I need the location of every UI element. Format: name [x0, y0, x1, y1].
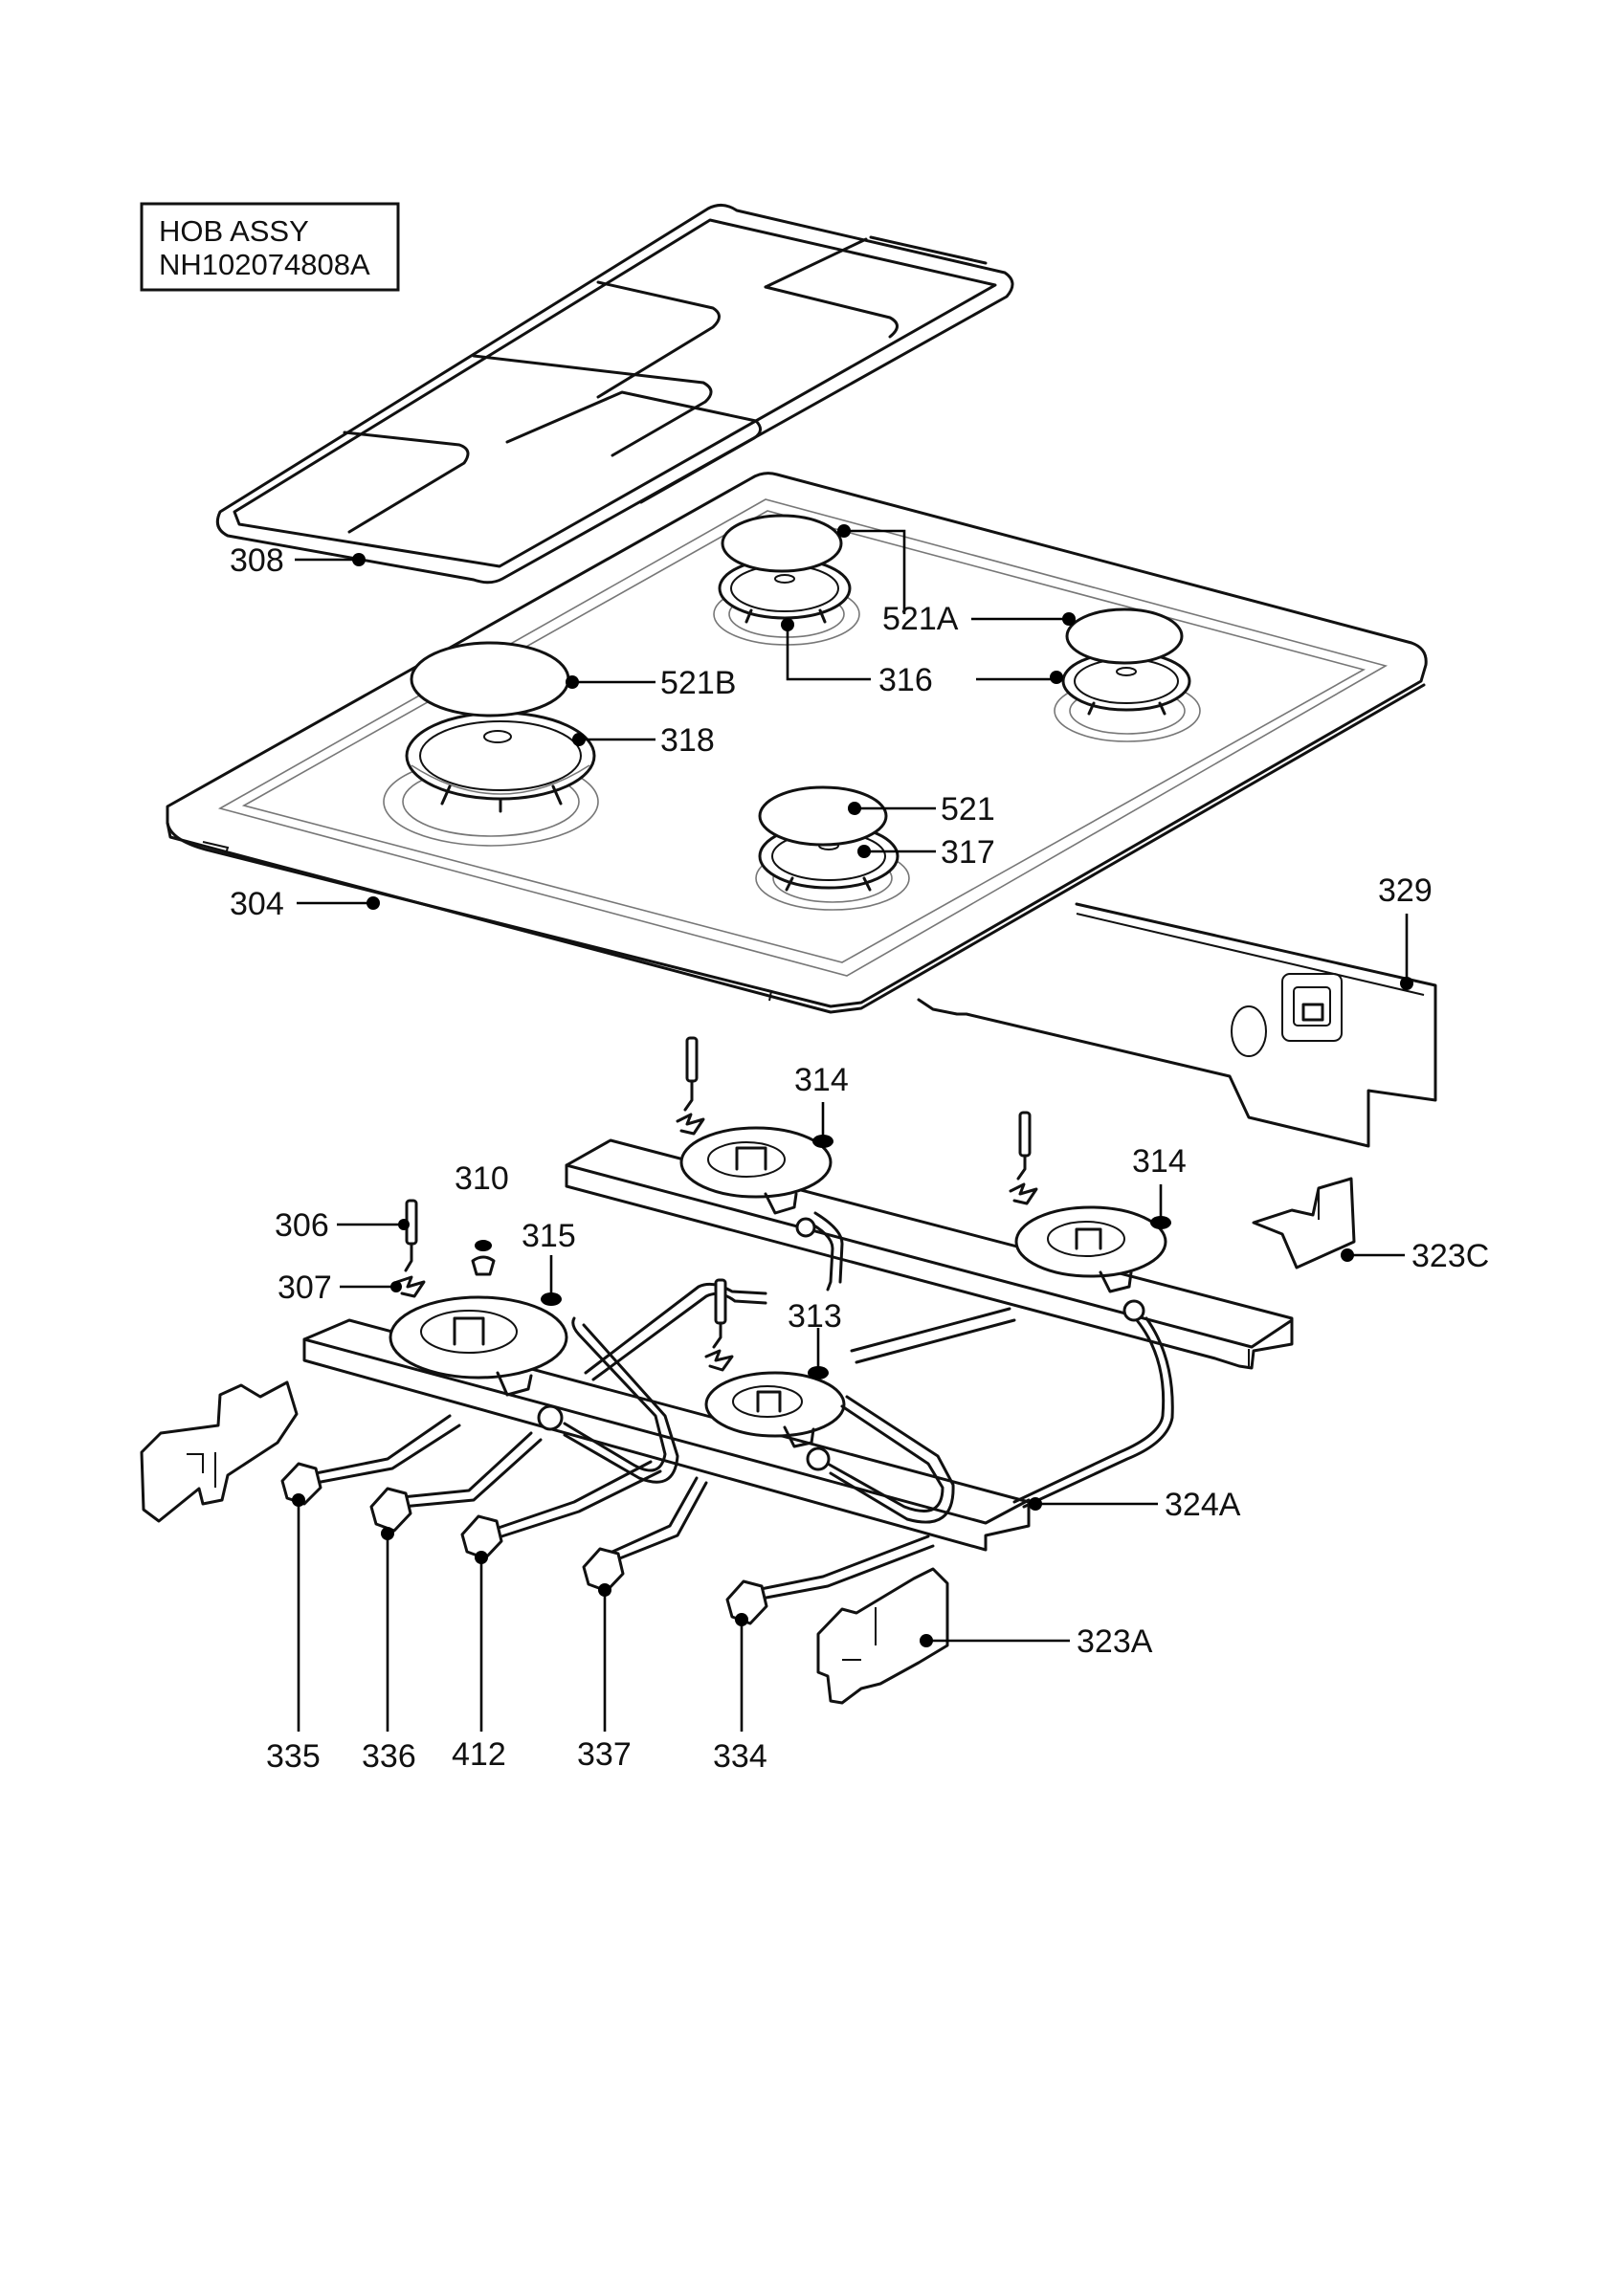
ignition-electrodes [395, 1036, 1038, 1372]
hob-top-plate [166, 472, 1428, 1014]
label-307: 307 [278, 1269, 332, 1306]
right-burner [1061, 607, 1191, 716]
label-316: 316 [878, 662, 933, 698]
label-315: 315 [522, 1218, 576, 1254]
callout-labels: 308 521A 316 521B 318 521 317 304 329 31… [230, 542, 1489, 1775]
label-521B: 521B [660, 665, 736, 701]
label-329: 329 [1378, 872, 1433, 909]
label-521A: 521A [882, 601, 959, 637]
assembly-name: HOB ASSY [159, 214, 309, 248]
large-burner [405, 641, 596, 813]
label-335: 335 [266, 1738, 321, 1775]
label-336: 336 [362, 1738, 416, 1775]
label-308: 308 [230, 542, 284, 579]
label-521: 521 [941, 791, 995, 828]
label-304: 304 [230, 886, 284, 922]
gas-taps [280, 1414, 935, 1625]
rear-panel [917, 902, 1437, 1148]
thermocouple-cap [471, 1240, 496, 1276]
label-412: 412 [452, 1736, 506, 1773]
label-324A: 324A [1165, 1487, 1241, 1523]
label-317: 317 [941, 834, 995, 871]
label-314-rear-left: 314 [794, 1062, 849, 1098]
label-323A: 323A [1077, 1623, 1153, 1660]
label-314-rear-right: 314 [1132, 1143, 1187, 1180]
label-334: 334 [713, 1738, 767, 1775]
rear-left-burner [718, 514, 852, 624]
front-burner [758, 785, 900, 892]
bracket-left [140, 1380, 299, 1523]
burner-body-center [704, 1371, 955, 1524]
bracket-323C [1252, 1177, 1356, 1269]
label-318: 318 [660, 722, 715, 759]
leader-lines [292, 524, 1413, 1732]
label-323C: 323C [1411, 1238, 1489, 1274]
burner-body-rear-right [1012, 1205, 1174, 1509]
label-310: 310 [455, 1160, 509, 1197]
bracket-323A [816, 1567, 949, 1705]
burner-body-left [389, 1295, 679, 1484]
assembly-code: NH102074808A [159, 248, 370, 281]
rear-support-rail [565, 1138, 1294, 1370]
label-306: 306 [275, 1207, 329, 1244]
label-313: 313 [788, 1298, 842, 1335]
pan-support-grid [215, 204, 1014, 585]
title-box: HOB ASSY NH102074808A [140, 202, 400, 292]
label-337: 337 [577, 1736, 632, 1773]
burner-body-rear-left [679, 1126, 844, 1292]
